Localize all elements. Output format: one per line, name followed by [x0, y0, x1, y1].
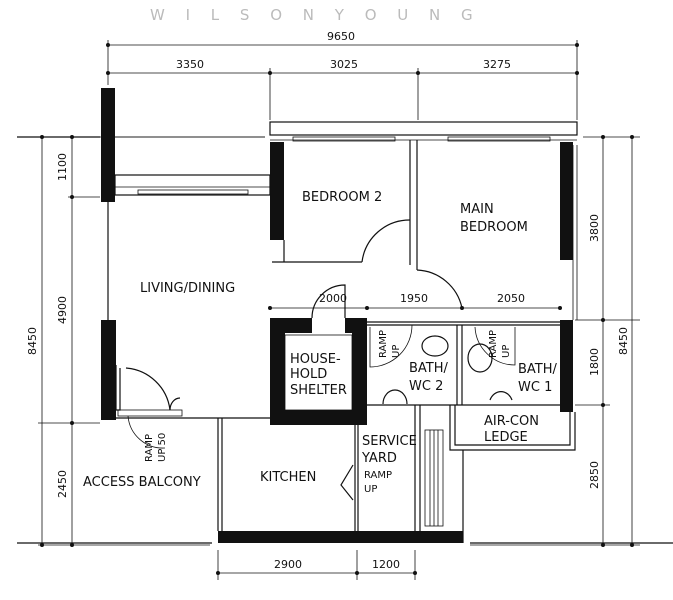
dim-bottom-1: 2900	[274, 558, 302, 571]
label-bath-2a: BATH/	[409, 361, 449, 376]
ramp-bath1-1: RAMP	[488, 330, 499, 358]
dim-top-3: 3275	[483, 58, 511, 71]
label-main-bedroom-1: MAIN	[460, 202, 494, 217]
dim-mid-2: 1950	[400, 292, 428, 305]
ramp-service-1: RAMP	[364, 470, 392, 481]
label-shelter-3: SHELTER	[290, 383, 347, 398]
dim-top-total: 9650	[327, 30, 355, 43]
label-aircon-2: LEDGE	[484, 430, 528, 445]
label-bath-1b: WC 1	[518, 380, 552, 395]
walls	[101, 88, 573, 543]
dim-left-3: 2450	[56, 470, 69, 498]
dim-left-total: 8450	[26, 327, 39, 355]
dim-left-1: 1100	[56, 153, 69, 181]
dim-mid-1: 2000	[319, 292, 347, 305]
label-access-balcony: ACCESS BALCONY	[83, 475, 201, 490]
label-aircon-1: AIR-CON	[484, 414, 539, 429]
dim-right-1: 3800	[588, 214, 601, 242]
dim-right-3: 2850	[588, 461, 601, 489]
label-service-1: SERVICE	[362, 434, 417, 449]
watermark: W I L S O N Y O U N G	[150, 6, 481, 24]
dim-mid-3: 2050	[497, 292, 525, 305]
ramp-bath1-2: UP	[501, 345, 512, 358]
room-labels: BEDROOM 2 MAIN BEDROOM LIVING/DINING HOU…	[83, 190, 558, 490]
ramp-service-2: UP	[364, 484, 377, 495]
left-dimensions: 1100 4900 2450 8450	[26, 135, 265, 547]
dim-top-1: 3350	[176, 58, 204, 71]
label-kitchen: KITCHEN	[260, 470, 316, 485]
label-main-bedroom-2: BEDROOM	[460, 220, 528, 235]
label-shelter-1: HOUSE-	[290, 352, 341, 367]
label-bath-2b: WC 2	[409, 379, 443, 394]
top-dimensions: 9650 3350 3025 3275	[106, 30, 579, 120]
bottom-dimensions: 2900 1200	[216, 550, 417, 580]
dim-bottom-2: 1200	[372, 558, 400, 571]
label-shelter-2: HOLD	[290, 367, 327, 382]
dim-right-2: 1800	[588, 348, 601, 376]
interior-lines	[17, 140, 673, 544]
label-bedroom-2: BEDROOM 2	[302, 190, 382, 205]
windows	[17, 121, 578, 320]
label-service-2: YARD	[361, 451, 397, 466]
ramp-bath2-1: RAMP	[378, 330, 389, 358]
right-dimensions: 3800 1800 2850 8450	[470, 135, 640, 547]
ramp-entrance-2: UP 50	[157, 433, 168, 462]
dim-top-2: 3025	[330, 58, 358, 71]
label-bath-1a: BATH/	[518, 362, 558, 377]
dim-right-total: 8450	[617, 327, 630, 355]
dim-left-2: 4900	[56, 296, 69, 324]
ramp-labels: RAMP UP RAMP UP RAMP UP RAMP UP 50	[144, 330, 512, 495]
ramp-bath2-2: UP	[391, 345, 402, 358]
drying-rack	[424, 429, 444, 527]
middle-dimensions: 2000 1950 2050	[268, 292, 562, 310]
label-living-dining: LIVING/DINING	[140, 281, 235, 296]
ramp-entrance-1: RAMP	[144, 434, 155, 462]
